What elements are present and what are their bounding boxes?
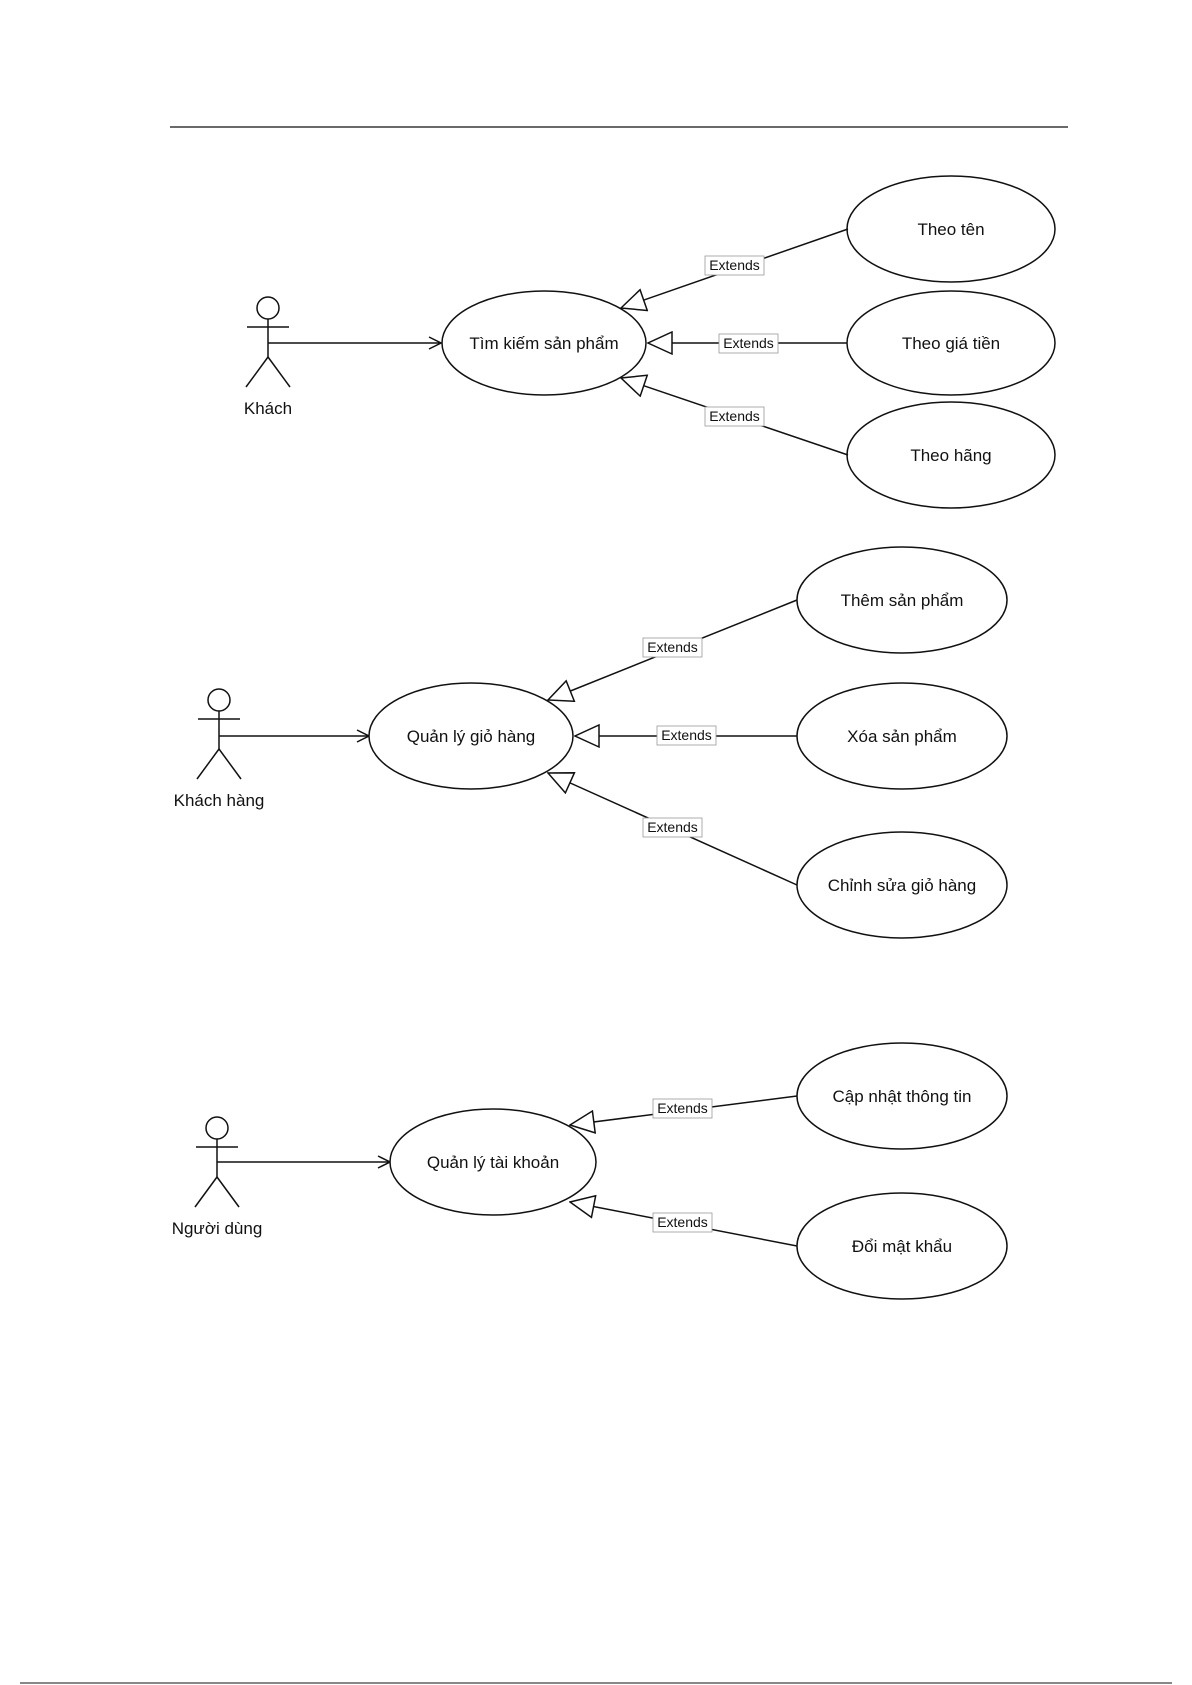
use-case-extension-label: Cập nhật thông tin	[833, 1087, 972, 1106]
extend-label: Extends	[647, 639, 698, 655]
extend-label: Extends	[709, 257, 760, 273]
use-case-extension-label: Theo tên	[917, 220, 984, 239]
extend-label: Extends	[661, 727, 712, 743]
extend-label: Extends	[657, 1214, 708, 1230]
actor-khach	[246, 297, 290, 387]
use-case-extension-label: Chỉnh sửa giỏ hàng	[828, 876, 976, 895]
actor-label: Khách hàng	[174, 791, 265, 810]
use-case-extension-label: Thêm sản phẩm	[841, 591, 964, 610]
extend-label: Extends	[647, 819, 698, 835]
extend-label: Extends	[657, 1100, 708, 1116]
actor-label: Người dùng	[172, 1219, 263, 1238]
use-case-main-label: Quản lý giỏ hàng	[407, 727, 536, 746]
actor-label: Khách	[244, 399, 292, 418]
use-case-main-label: Quản lý tài khoản	[427, 1153, 559, 1172]
use-case-main-label: Tìm kiếm sản phẩm	[469, 334, 618, 353]
use-case-extension-label: Xóa sản phẩm	[847, 727, 957, 746]
use-case-extension-label: Theo hãng	[910, 446, 991, 465]
diagram-account-management: Người dùng Quản lý tài khoản Cập nhật th…	[172, 1043, 1007, 1299]
extend-label: Extends	[709, 408, 760, 424]
use-case-extension-label: Đổi mật khẩu	[852, 1237, 952, 1256]
diagram-product-search: Khách Tìm kiếm sản phẩm Theo tên Theo gi…	[244, 176, 1055, 508]
diagram-cart-management: Khách hàng Quản lý giỏ hàng Thêm sản phẩ…	[174, 547, 1007, 938]
actor-khach-hang	[197, 689, 241, 779]
extend-label: Extends	[723, 335, 774, 351]
use-case-extension-label: Theo giá tiền	[902, 334, 1000, 353]
